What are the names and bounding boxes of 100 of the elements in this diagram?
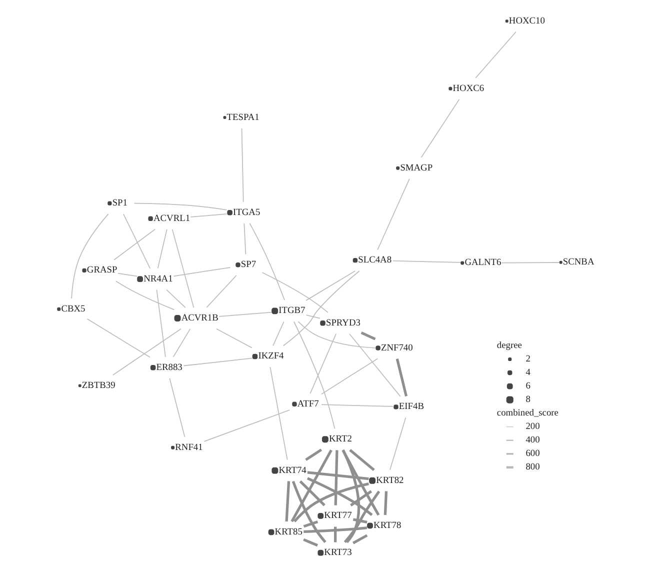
connector bbox=[157, 228, 168, 269]
connector bbox=[303, 538, 318, 547]
node-label: KRT78 bbox=[374, 520, 402, 531]
connector bbox=[304, 526, 368, 533]
node-label: NR4A1 bbox=[144, 274, 173, 284]
legend-label: 800 bbox=[526, 462, 540, 473]
connector bbox=[172, 228, 194, 308]
node-label: CBX5 bbox=[61, 304, 86, 314]
connector bbox=[390, 417, 406, 470]
legend-label: 6 bbox=[526, 382, 530, 392]
node-label: IKZF4 bbox=[258, 352, 284, 362]
node-label: GALNT6 bbox=[464, 258, 502, 268]
connector bbox=[377, 178, 410, 250]
connector bbox=[123, 214, 151, 269]
connector bbox=[166, 289, 186, 308]
node-label: KRT73 bbox=[324, 548, 352, 558]
connector bbox=[118, 272, 138, 277]
connector bbox=[285, 481, 290, 522]
legend-label: 2 bbox=[526, 354, 530, 364]
connector bbox=[420, 98, 460, 158]
node-label: SCNBA bbox=[562, 258, 594, 268]
connector bbox=[396, 358, 408, 396]
label: degree bbox=[496, 340, 522, 351]
node-label: SP7 bbox=[240, 260, 256, 270]
node-label: ATF7 bbox=[297, 399, 319, 410]
connector bbox=[360, 331, 376, 340]
node-label: HOXC10 bbox=[508, 16, 545, 26]
connector bbox=[134, 202, 228, 210]
connector bbox=[306, 270, 356, 301]
node-circle bbox=[505, 20, 508, 23]
connector bbox=[86, 318, 150, 358]
connector bbox=[392, 260, 461, 263]
node-label: SLC4A8 bbox=[358, 256, 392, 266]
legend-label: 600 bbox=[526, 449, 540, 460]
connector bbox=[294, 321, 336, 430]
node-circle bbox=[78, 384, 82, 388]
connector bbox=[501, 262, 560, 264]
node-label: ACVRL1 bbox=[154, 214, 190, 224]
connector bbox=[204, 410, 290, 442]
connector bbox=[352, 518, 368, 524]
connector bbox=[290, 450, 332, 522]
connector bbox=[190, 214, 228, 218]
connector bbox=[173, 266, 231, 277]
node-circle bbox=[559, 260, 562, 264]
node-label: EIF4B bbox=[398, 402, 424, 412]
connector bbox=[244, 223, 246, 255]
connector bbox=[272, 321, 284, 346]
connector bbox=[169, 378, 186, 438]
connector bbox=[349, 448, 375, 472]
node-label: ZBTB39 bbox=[82, 380, 116, 391]
connector bbox=[206, 275, 237, 308]
label: combined_score bbox=[496, 408, 558, 419]
node-label: KRT2 bbox=[329, 434, 352, 445]
node-circle bbox=[223, 116, 226, 119]
connector bbox=[156, 289, 166, 358]
connector bbox=[112, 328, 182, 376]
connector bbox=[321, 358, 378, 394]
connector bbox=[270, 366, 288, 460]
connector bbox=[298, 321, 376, 348]
legend-label: 4 bbox=[526, 368, 530, 378]
node-label: KRT74 bbox=[278, 466, 306, 476]
node-label: ER883 bbox=[156, 362, 182, 373]
node-label: HOXC6 bbox=[452, 84, 484, 94]
node-label: RNF41 bbox=[175, 442, 203, 453]
connector bbox=[172, 328, 191, 358]
connector bbox=[334, 450, 338, 506]
connector bbox=[262, 272, 328, 313]
connector bbox=[349, 333, 401, 397]
connector bbox=[310, 333, 337, 394]
node-label: ZNF740 bbox=[380, 343, 413, 354]
connector bbox=[71, 214, 109, 299]
connector bbox=[294, 482, 370, 522]
connector bbox=[299, 480, 326, 506]
connector bbox=[352, 534, 368, 544]
legend-label: 8 bbox=[526, 395, 530, 406]
node-label: SP1 bbox=[112, 198, 128, 209]
connector bbox=[321, 404, 394, 407]
connector bbox=[306, 314, 320, 319]
node-label: ITGB7 bbox=[278, 306, 306, 316]
connector bbox=[475, 31, 516, 78]
connector bbox=[306, 477, 373, 516]
legend-label: 200 bbox=[526, 422, 540, 432]
node-label: ITGA5 bbox=[233, 208, 260, 218]
connector bbox=[241, 128, 244, 202]
node-label: ACVR1B bbox=[181, 313, 218, 324]
connector bbox=[218, 312, 272, 317]
connector bbox=[115, 280, 175, 310]
node-label: SPRYD3 bbox=[326, 318, 360, 328]
node-label: SMAGP bbox=[400, 163, 433, 174]
connector bbox=[249, 222, 286, 301]
node-label: KRT85 bbox=[274, 527, 302, 538]
node-label: KRT77 bbox=[324, 511, 352, 522]
connector bbox=[305, 448, 322, 461]
connector bbox=[344, 490, 380, 544]
connector bbox=[384, 491, 388, 516]
connector bbox=[350, 490, 372, 506]
node-label: TESPA1 bbox=[226, 112, 260, 123]
connector bbox=[114, 228, 156, 260]
node-label: KRT82 bbox=[376, 476, 404, 486]
connector bbox=[334, 526, 337, 542]
